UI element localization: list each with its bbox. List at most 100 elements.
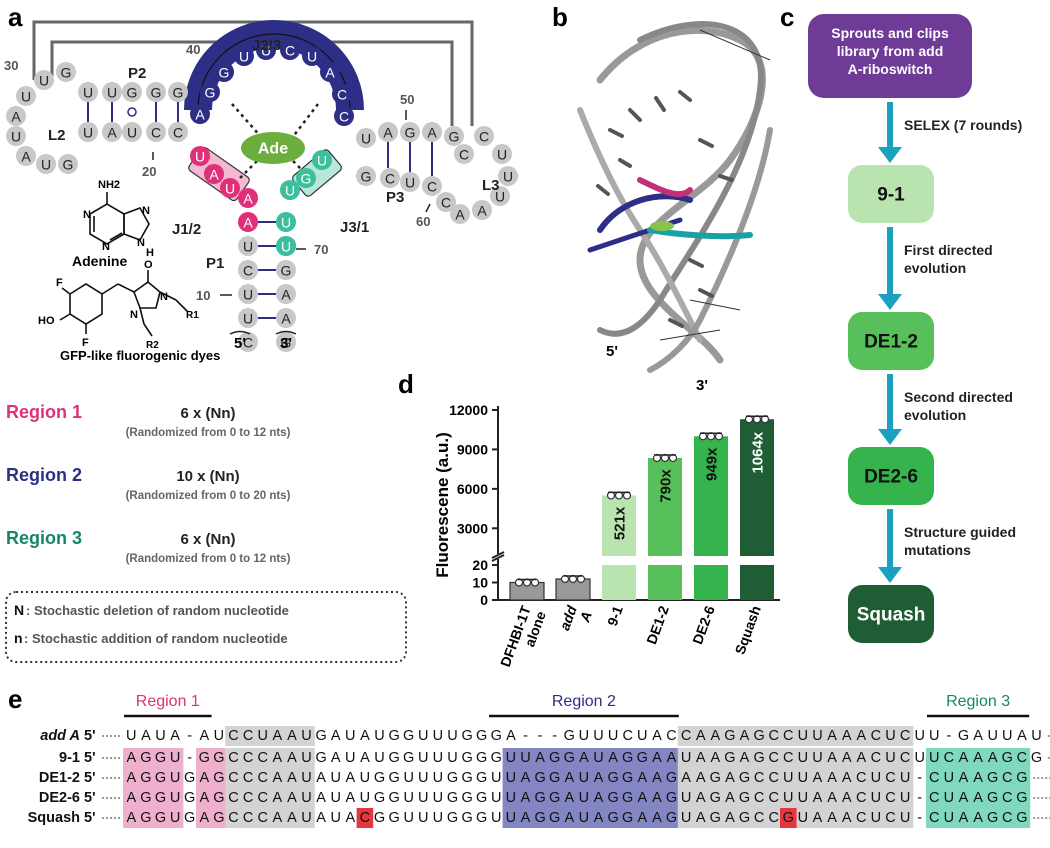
nucleotide-char: A xyxy=(360,750,370,766)
svg-text:G: G xyxy=(219,65,230,81)
nucleotide-char: G xyxy=(476,770,487,786)
structure-three-prime: 3' xyxy=(696,377,708,394)
nucleotide-char: G xyxy=(461,770,472,786)
nucleotide-char: U xyxy=(491,770,501,786)
nucleotide-char: G xyxy=(739,810,750,826)
adenine-n7: N xyxy=(142,205,150,217)
nucleotide-char: U xyxy=(914,750,924,766)
nucleotide-char: U xyxy=(418,728,428,744)
nucleotide-char: G xyxy=(987,810,998,826)
svg-text:U: U xyxy=(495,189,505,205)
nucleotide-char: G xyxy=(607,790,618,806)
mutation-highlight xyxy=(780,808,797,828)
nucleotide-char: G xyxy=(388,728,399,744)
nucleotide-char: C xyxy=(243,810,253,826)
svg-text:C: C xyxy=(243,335,253,351)
nucleotide-char: A xyxy=(594,770,604,786)
nucleotide-char: U xyxy=(403,770,413,786)
nucleotide: A xyxy=(238,188,258,208)
nucleotide-char: U xyxy=(900,810,910,826)
svg-text:G: G xyxy=(281,335,292,351)
nucleotide-char: A xyxy=(287,790,297,806)
svg-text:U: U xyxy=(39,73,49,89)
nucleotide-char: A xyxy=(827,728,837,744)
nucleotide-char: C xyxy=(257,750,267,766)
nucleotide-char: A xyxy=(316,770,326,786)
nucleotide-char: G xyxy=(666,810,677,826)
nucleotide: G xyxy=(146,82,166,102)
axis-break-mark xyxy=(491,551,505,559)
ade-interaction-dots xyxy=(231,103,319,179)
nucleotide-char: A xyxy=(740,728,750,744)
region-1-sub: (Randomized from 0 to 12 nts) xyxy=(126,427,291,439)
nucleotide-char: A xyxy=(272,770,282,786)
nucleotide-char: U xyxy=(900,790,910,806)
y-tick-label: 0 xyxy=(480,592,488,608)
alignment-shade xyxy=(926,748,1031,768)
number-50: 50 xyxy=(400,92,414,107)
svg-text:A: A xyxy=(427,125,437,141)
svg-text:A: A xyxy=(325,65,335,81)
nucleotide-char: G xyxy=(622,810,633,826)
alignment-shade xyxy=(225,808,315,828)
dye-f2: F xyxy=(82,337,89,349)
nucleotide-char: A xyxy=(827,790,837,806)
svg-text:U: U xyxy=(361,131,371,147)
wobble-pair-mark xyxy=(127,107,137,117)
nucleotide-char: C xyxy=(228,790,238,806)
nucleotide-char: U xyxy=(418,750,428,766)
svg-text:A: A xyxy=(383,125,393,141)
legend-n-text: : Stochastic deletion of random nucleoti… xyxy=(26,603,289,618)
nucleotide: U xyxy=(238,308,258,328)
nucleotide: U xyxy=(302,46,322,66)
label-p1: P1 xyxy=(206,255,224,272)
nucleotide-char: U xyxy=(330,770,340,786)
nucleotide-char: A xyxy=(696,790,706,806)
svg-text:G: G xyxy=(405,125,416,141)
adenine-h: H xyxy=(146,247,154,259)
crystal-structure xyxy=(577,21,773,373)
bar xyxy=(694,565,728,600)
alignment-shade xyxy=(196,748,228,768)
alignment-shade xyxy=(502,788,680,808)
nucleotide-char: G xyxy=(476,750,487,766)
nucleotide-char: A xyxy=(725,770,735,786)
nucleotide-char: C xyxy=(871,728,881,744)
svg-text:G: G xyxy=(205,85,216,101)
flow-arrow xyxy=(878,227,902,310)
nucleotide-char: C xyxy=(783,750,793,766)
nucleotide-char: C xyxy=(257,810,267,826)
nucleotide-char: G xyxy=(549,790,560,806)
nucleotide-char: G xyxy=(388,770,399,786)
nucleotide-char: G xyxy=(637,750,648,766)
svg-text:U: U xyxy=(21,89,31,105)
nucleotide-char: - xyxy=(917,790,922,806)
three-prime-end: 3' xyxy=(280,335,292,352)
nucleotide-char: U xyxy=(403,790,413,806)
dye-ho: HO xyxy=(38,315,55,327)
svg-text:G: G xyxy=(63,157,74,173)
nucleotide-char: A xyxy=(637,810,647,826)
bar xyxy=(602,565,636,600)
label-j12: J1/2 xyxy=(172,221,201,238)
alignment-shade xyxy=(502,808,680,828)
nucleotide-char: C xyxy=(885,770,895,786)
svg-text:C: C xyxy=(173,125,183,141)
nucleotide-char: C xyxy=(856,810,866,826)
nucleotide-char: U xyxy=(506,750,516,766)
region-label: Region 1 xyxy=(136,693,200,710)
nucleotide-char: C xyxy=(856,790,866,806)
nucleotide-char: U xyxy=(783,770,793,786)
panel-letter-b: b xyxy=(552,2,568,32)
nucleotide-char: G xyxy=(549,750,560,766)
nucleotide: G xyxy=(276,260,296,280)
nucleotide: G xyxy=(296,168,316,188)
nucleotide: U xyxy=(492,144,512,164)
tick-60 xyxy=(425,203,431,213)
nucleotide-char: A xyxy=(272,810,282,826)
nucleotide-char: U xyxy=(637,728,647,744)
nucleotide: U xyxy=(276,236,296,256)
adenine-label: Adenine xyxy=(72,253,127,269)
five-prime-label: 5' xyxy=(84,728,96,744)
